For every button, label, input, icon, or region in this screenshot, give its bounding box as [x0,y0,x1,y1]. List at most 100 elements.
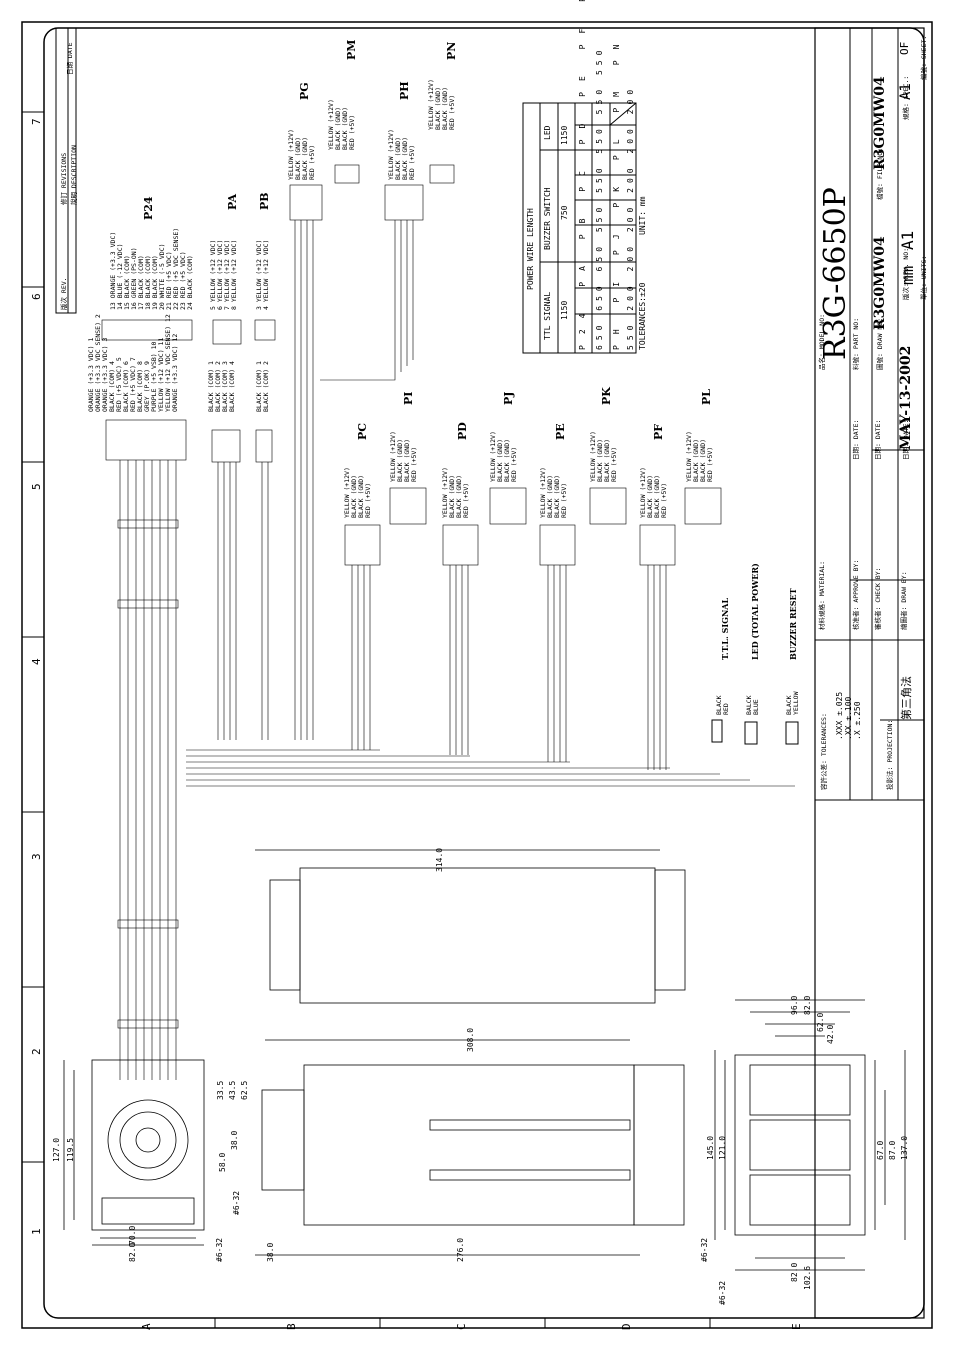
dim-58: 58.0 [218,1152,227,1172]
connector-pd: PD [456,422,469,440]
dim-e-96: 96.0 [790,995,799,1015]
zone-row-d: D [620,1323,633,1330]
connector-pf: PF [652,423,665,440]
dim-e-42: 42.0 [826,1024,835,1044]
zone-col-2: 2 [30,1048,43,1055]
dim-fan-127: 127.0 [52,1137,61,1162]
zone-col-1: 1 [30,1228,43,1235]
wire-table-head-1: BUZZER SWITCH [543,187,552,250]
zone-col-3: 3 [30,853,43,860]
wire-table-tolerance: TOLERANCES:±20 [638,282,647,350]
wire-table-head-0: TTL SIGNAL [543,291,552,340]
dim-e-82b: 82.0 [790,1262,799,1282]
dim-43-5: 43.5 [228,1080,237,1100]
wire-table-val-1: 750 [560,205,569,220]
wire-table-val-0: 1150 [560,300,569,320]
projection-label: 投影法: PROJECTION: [886,719,894,790]
connector-pi: PI [402,391,415,405]
screw-4: #6-32 [718,1280,727,1305]
dim-e-62: 62.0 [816,1012,825,1032]
led-label: LED (TOTAL POWER) [750,563,760,660]
spec-value: A1 [898,83,914,100]
tol-1: .XXX ±.025 [835,691,844,740]
dim-33-5: 33.5 [216,1080,225,1100]
tol-2: .XX ±.100 [844,696,853,740]
zone-row-c: C [455,1323,468,1330]
connector-pe: PE [554,423,567,440]
connector-pj: PJ [502,391,515,405]
date-b-label: 日期: DATE: [874,419,882,460]
connector-pa: PA [226,193,239,210]
zone-col-5: 5 [30,483,43,490]
p24-pins-right: 13 ORANGE (+3.3 VDC)14 BLUE (-12 VDC)15 … [109,227,194,310]
dim-side-length: 308.0 [466,1027,475,1052]
zone-row-b: B [285,1323,298,1330]
approve-label: 核准者: APPROVE BY: [852,559,860,630]
dim-e-137: 137.0 [900,1135,909,1160]
dim-bottom-length: 276.0 [456,1237,465,1262]
ttl-signal-label: T.T.L. SIGNAL [720,597,730,660]
model-number: R3G-6650P [818,187,853,360]
date-label: 日期 DATE [66,42,74,75]
connector-pc: PC [356,422,369,440]
dim-e-67: 67.0 [876,1140,885,1160]
connector-pn: PN [445,41,458,60]
rev-label: 版次 REV. [60,277,68,310]
wire-table-row-3: 550 200 200 200 200 200 200 [626,84,635,350]
tol-3: .X ±.250 [853,701,862,740]
material-label: 材料規格: MATERIAL: [818,560,826,630]
zone-col-6: 6 [30,293,43,300]
pb-pins-right: 3 YELLOW (+12 VDC)4 YELLOW (+12 VDC) [255,239,270,310]
check-label: 審核者: CHECK BY: [874,567,882,630]
pj-wires: YELLOW (+12V)BLACK (GND)BLACK (GND)RED (… [489,431,518,482]
units-value: mm [898,265,917,285]
connector-ph: PH [398,81,411,100]
wire-table-row-1: 650 650 650 550 550 550 550 550 [595,45,604,350]
wire-table-title: POWER WIRE LENGTH [526,208,535,290]
wire-table-val-2: 1150 [560,125,569,145]
pi-wires: YELLOW (+12V)BLACK (GND)BLACK (GND)RED (… [389,431,418,482]
connector-pk: PK [600,387,613,405]
dim-62-5: 62.5 [240,1080,249,1100]
revisions-label: 修訂 REVISIONS [60,152,68,205]
wire-table-head-2: LED [543,125,552,140]
screw-3: #6-32 [700,1237,709,1262]
ph-wires: YELLOW (+12V)BLACK (GND)BLACK (GND)RED (… [387,129,416,180]
dim-e-145: 145.0 [706,1135,715,1160]
pe-wires: YELLOW (+12V)BLACK (GND)BLACK (GND)RED (… [539,467,568,518]
screw-1: #6-32 [215,1237,224,1262]
connector-pb: PB [258,192,271,210]
dim-e-102: 102.6 [803,1265,812,1290]
wire-table-unit: UNIT: mm [638,196,647,235]
units-label: 單位: UNITS: [920,255,928,300]
dim-e-82: 82.0 [803,995,812,1015]
pl-wires: YELLOW (+12V)BLACK (GND)BLACK (GND)RED (… [685,431,714,482]
tol-label: 容許公差: TOLERANCES: [820,713,828,790]
dim-fan-82: 82.0 [128,1242,137,1262]
zone-row-e: E [790,1323,803,1330]
connector-pm: PM [345,39,358,60]
screw-2: #6-32 [232,1190,241,1215]
wire-table-row-0: P24 PA PB PC PD PE PF PG [578,0,587,350]
connector-pl: PL [700,388,713,405]
wire-table-row-2: PH PI PJ PK PL PM PN [612,33,621,350]
dim-fan-119: 119.5 [66,1137,75,1162]
sheet-value: OF [898,41,911,55]
file-no: R3G0MW04 [872,76,888,170]
dim-38b: 38.0 [266,1242,275,1262]
pf-wires: YELLOW (+12V)BLACK (GND)BLACK (GND)RED (… [639,467,668,518]
zone-col-7: 7 [30,118,43,125]
description-label: 說明 DESCRIPTION [70,145,78,205]
projection-value: 第三角法 [900,676,913,720]
sheet-label: 編號: SHEET: [920,35,928,80]
date-value: MAY-13-2002 [898,345,914,450]
zone-row-a: A [140,1323,153,1330]
